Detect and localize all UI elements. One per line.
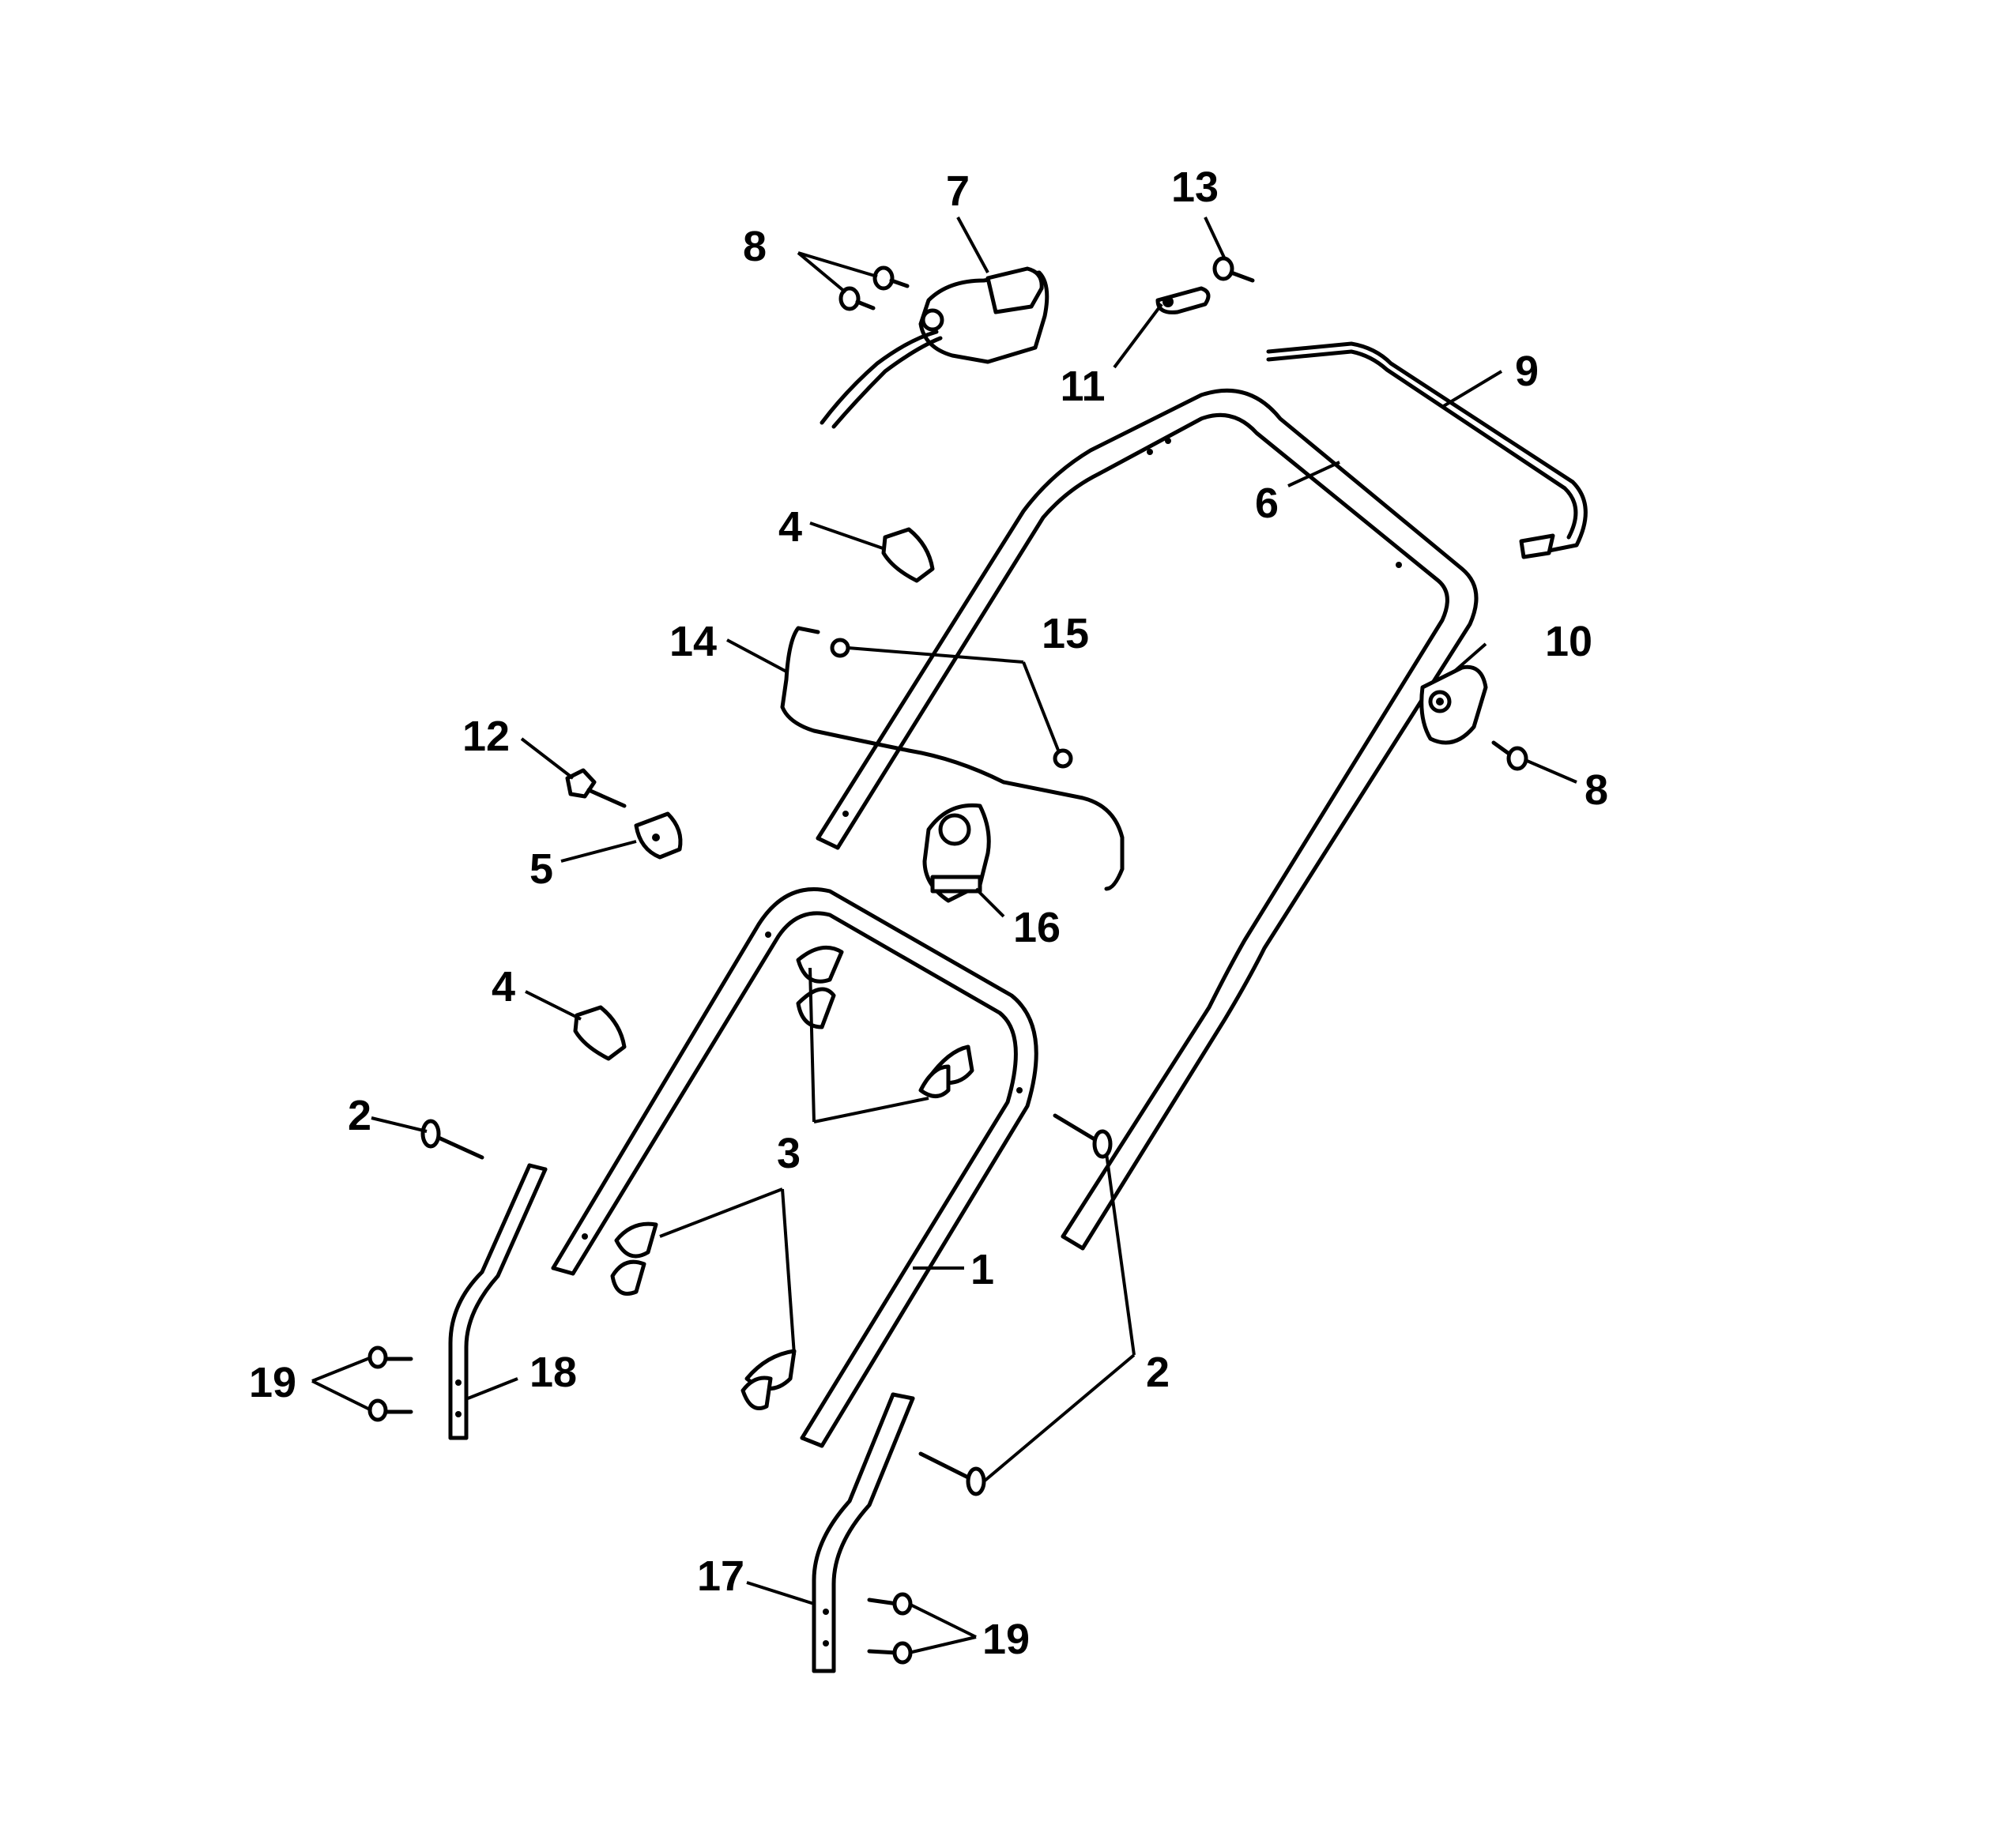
callout-19-left: 19	[249, 1359, 296, 1406]
cable-part-14	[780, 626, 1125, 891]
screw-part-13	[1212, 256, 1255, 283]
lower-tube-part-18	[448, 1163, 548, 1440]
callout-12: 12	[462, 713, 510, 760]
callout-15: 15	[1042, 610, 1089, 657]
callout-5: 5	[529, 845, 553, 893]
callout-19-right: 19	[982, 1616, 1030, 1663]
screws-part-19-right	[867, 1592, 913, 1665]
callout-4-lower: 4	[492, 963, 515, 1010]
callout-2-left: 2	[348, 1092, 371, 1139]
lever-part-11	[1155, 286, 1211, 314]
screw-part-8-right	[1491, 740, 1528, 771]
bolt-part-2-left	[420, 1119, 484, 1160]
callout-8-right: 8	[1585, 766, 1608, 814]
callout-11: 11	[1060, 363, 1105, 410]
callout-7: 7	[946, 167, 970, 215]
callout-2-right: 2	[1146, 1349, 1170, 1396]
cable-guide-part-16	[922, 803, 991, 903]
screws-part-8-top	[838, 265, 910, 311]
callout-6: 6	[1255, 480, 1279, 527]
callout-14: 14	[669, 618, 717, 665]
cable-bar-part-9	[1266, 341, 1588, 559]
lower-tube-part-17	[812, 1392, 915, 1673]
wing-nuts-part-3	[610, 945, 974, 1410]
callout-18: 18	[529, 1349, 577, 1396]
bolt-part-2-right-lower	[918, 1451, 986, 1496]
upper-handle-part-6	[816, 388, 1479, 1251]
rings-part-15	[830, 638, 1073, 769]
lower-handle-part-1	[551, 887, 1038, 1448]
callout-16: 16	[1013, 904, 1061, 951]
clamp-part-10	[1419, 664, 1488, 745]
callout-9: 9	[1515, 348, 1539, 395]
callout-1: 1	[970, 1246, 994, 1293]
callout-13: 13	[1171, 164, 1219, 211]
callout-3: 3	[777, 1130, 801, 1177]
screws-part-19-left	[367, 1345, 413, 1422]
bolt-part-2-right-upper	[1053, 1113, 1113, 1159]
callout-4-upper: 4	[778, 503, 802, 551]
cable-clip-part-4-upper	[881, 527, 935, 583]
leader-lines	[311, 216, 1577, 1654]
switch-box-part-7	[820, 266, 1049, 429]
cable-clip-part-4-lower	[573, 1005, 627, 1061]
callout-labels: 7 8 13 11 9 6 10 8 4 14 15 12 5 16 4 2 3…	[249, 164, 1608, 1663]
knob-bolt-part-12	[565, 768, 627, 808]
callout-17: 17	[697, 1552, 744, 1600]
callout-8-top: 8	[743, 223, 767, 270]
bracket-part-5	[634, 811, 683, 860]
callout-10: 10	[1545, 618, 1592, 665]
